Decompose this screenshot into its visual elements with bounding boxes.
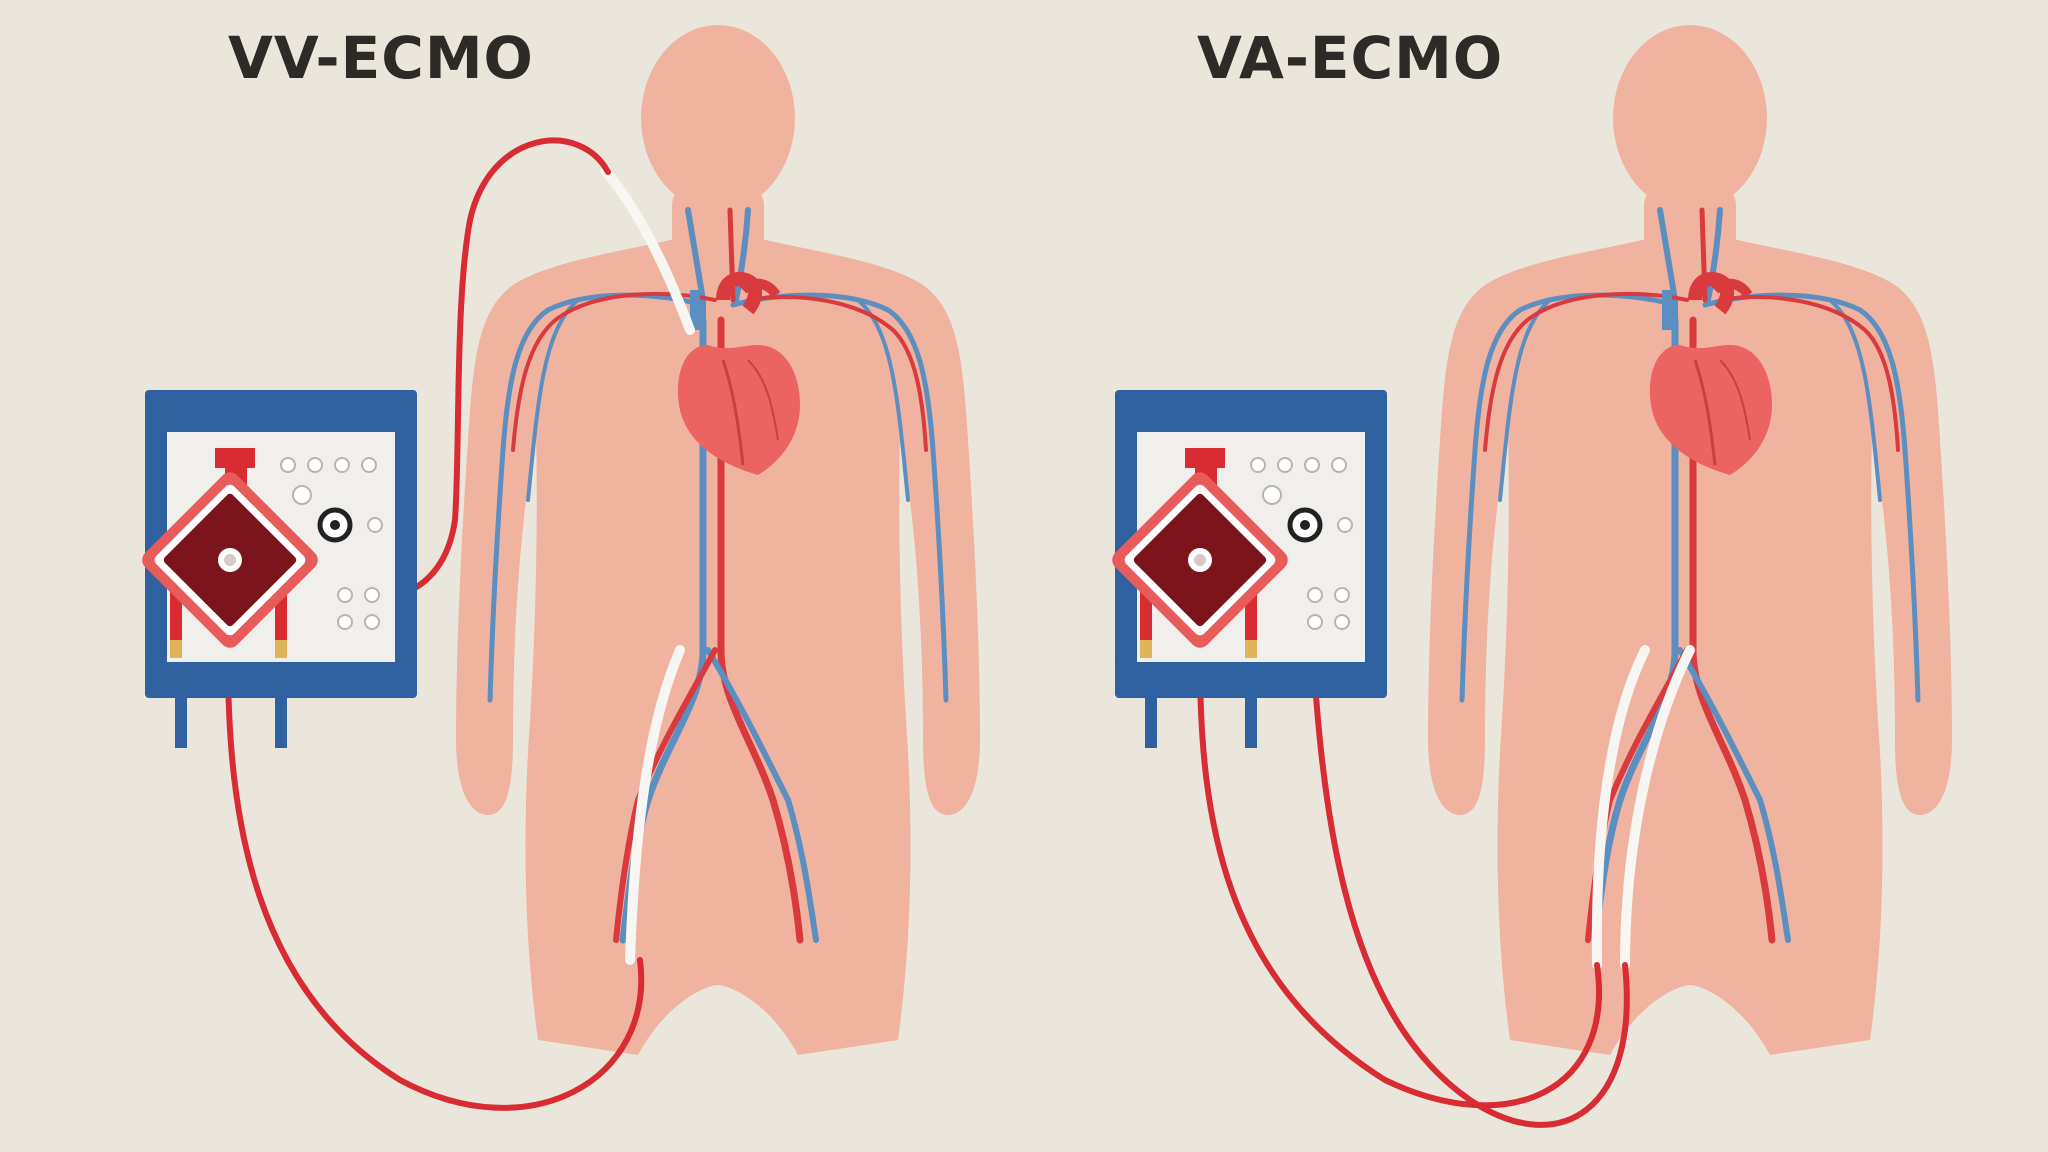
drainage-cannula: [625, 645, 685, 965]
arterial-tubing: [1307, 597, 1630, 1128]
va-ecmo-title: VA-ECMO: [1197, 24, 1504, 92]
venous-cannula: [1591, 645, 1650, 970]
venous-tubing: [1197, 657, 1602, 1109]
human-body-icon: [1428, 25, 1952, 1055]
ecmo-machine-icon: [138, 390, 417, 748]
return-tubing: [327, 137, 611, 601]
vv-ecmo-panel: [138, 25, 980, 1111]
return-cannula: [600, 165, 695, 335]
va-ecmo-panel: [1108, 25, 1952, 1128]
vv-ecmo-title: VV-ECMO: [228, 24, 534, 92]
human-body-icon: [456, 25, 980, 1055]
arterial-cannula: [1620, 645, 1695, 970]
drainage-tubing: [225, 657, 645, 1111]
ecmo-machine-icon: [1108, 390, 1387, 748]
